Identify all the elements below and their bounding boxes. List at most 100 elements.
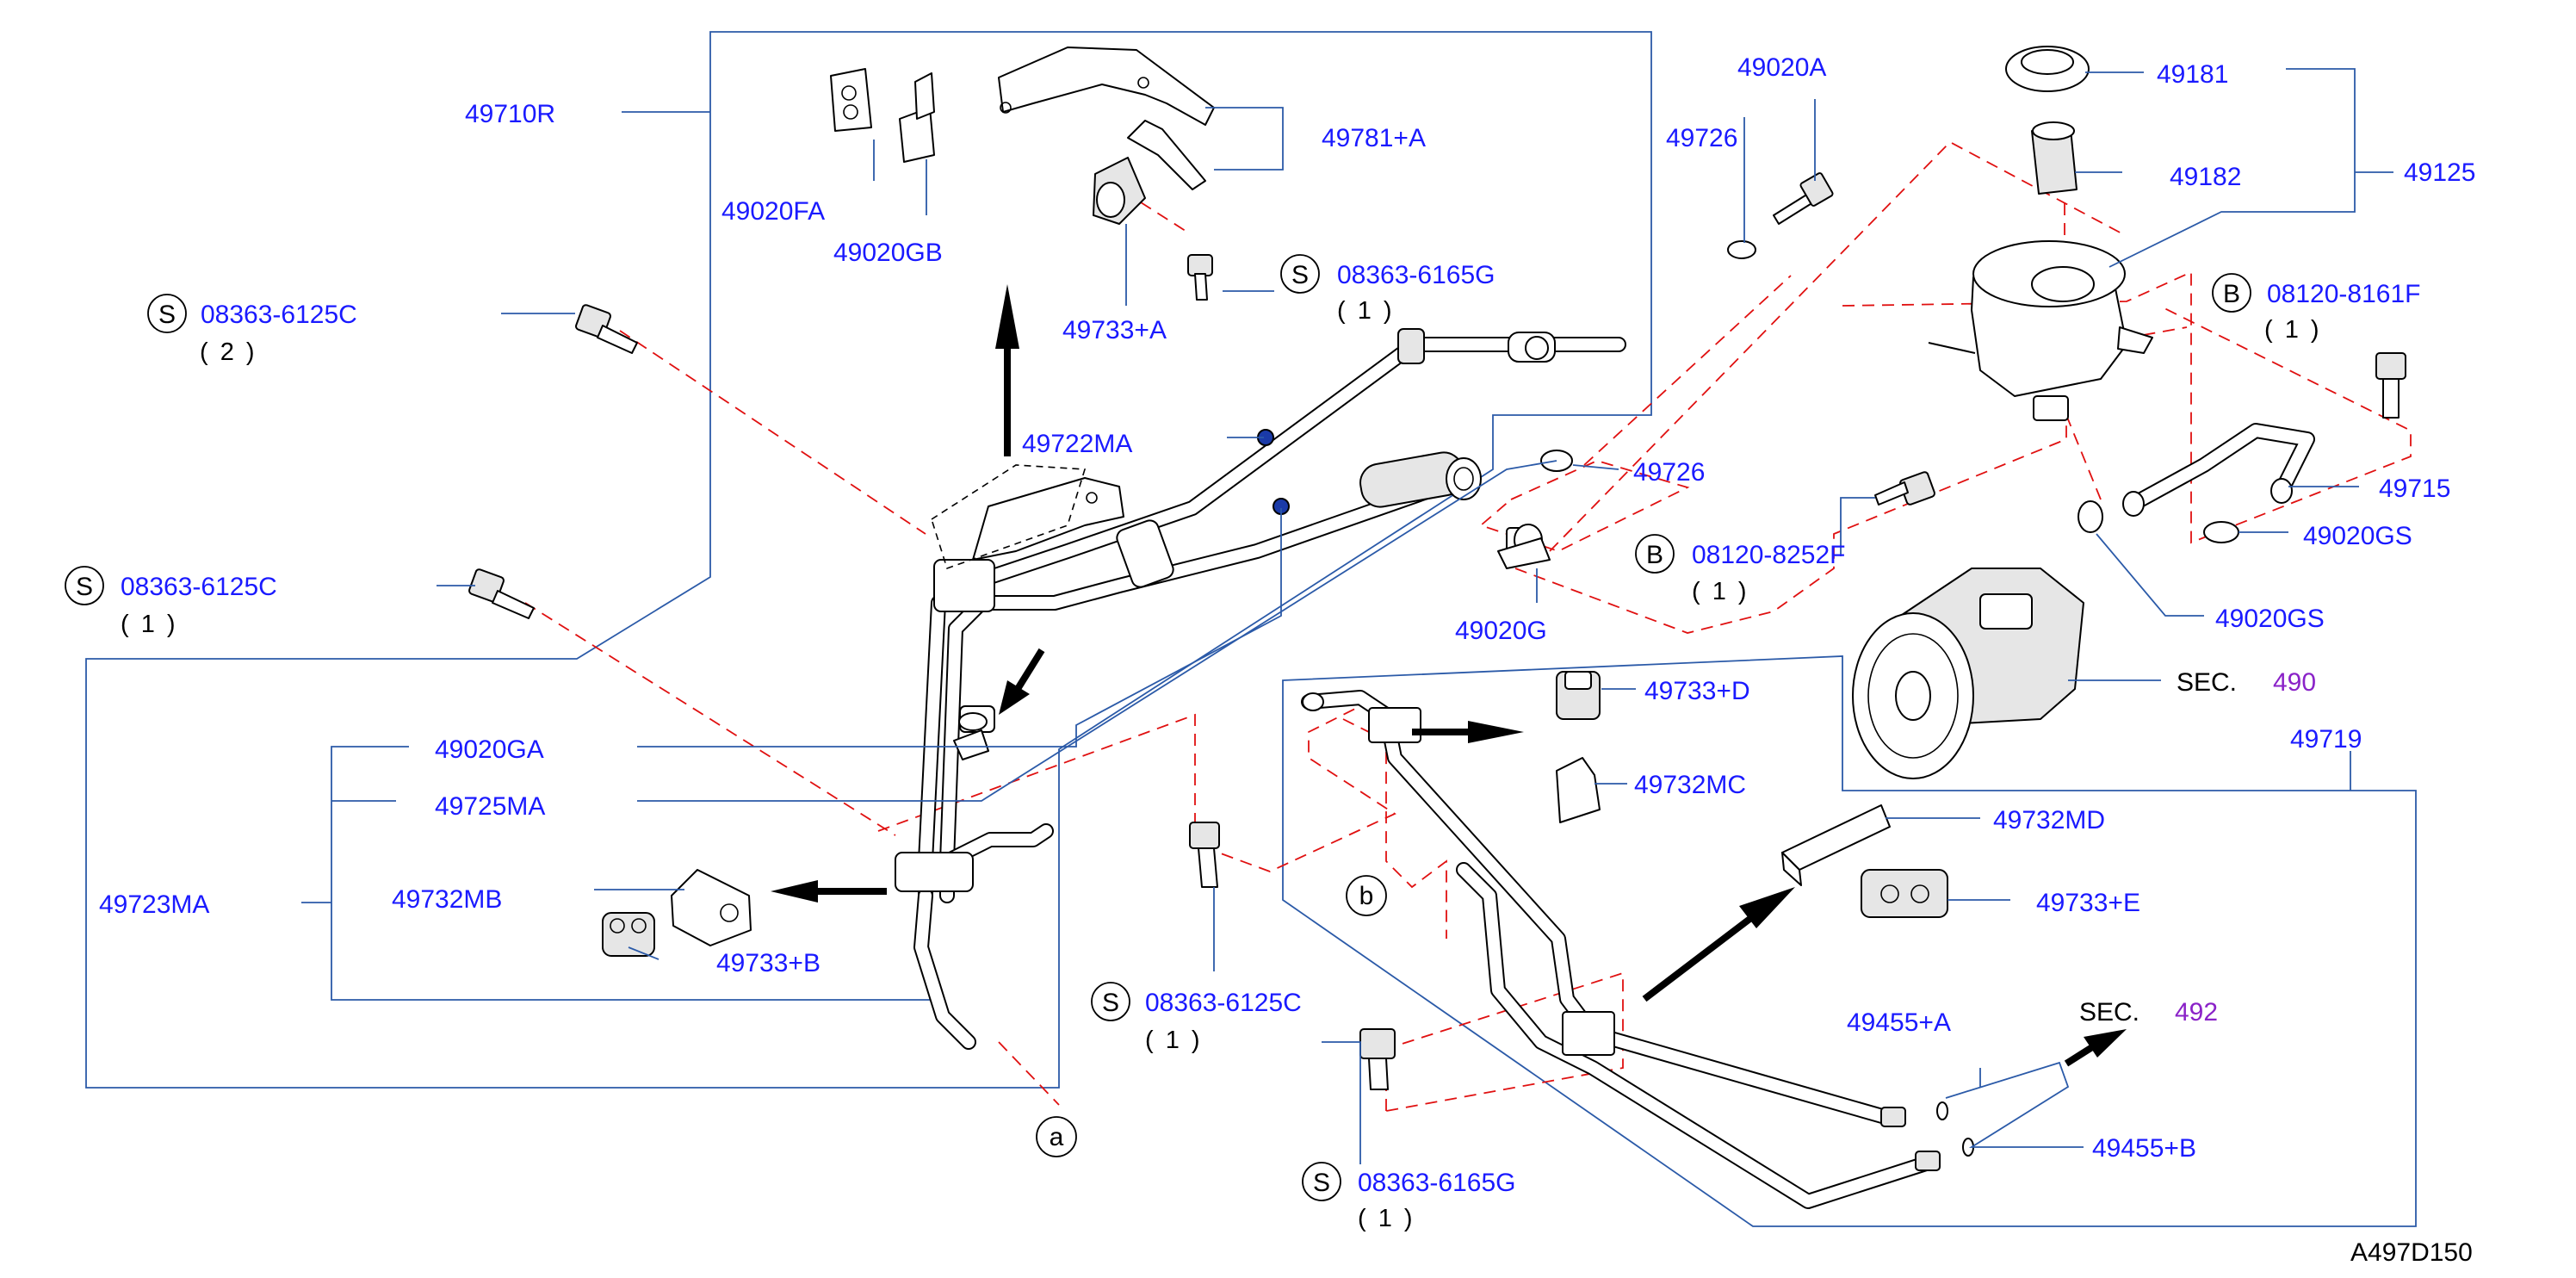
label-49733D: 49733+D: [1644, 677, 1750, 705]
svg-text:08363-6125C: 08363-6125C: [201, 301, 357, 329]
label-49725MA: 49725MA: [435, 792, 545, 821]
label-49726-lower: 49726: [1633, 458, 1705, 487]
clip-49020GS-a: [2203, 521, 2239, 543]
svg-text:B: B: [2223, 280, 2240, 308]
label-49732MD: 49732MD: [1993, 806, 2105, 834]
label-49726-upper: 49726: [1666, 124, 1737, 152]
hose-assembly-49710R: [895, 328, 1626, 1050]
svg-text:( 1 ): ( 1 ): [1145, 1027, 1203, 1054]
grommet-49733A: [1093, 157, 1146, 225]
label-49733E: 49733+E: [2036, 889, 2140, 917]
label-49182: 49182: [2170, 163, 2241, 191]
section-ref-492: SEC. 492: [2079, 998, 2218, 1027]
label-49020GA: 49020GA: [435, 735, 544, 764]
svg-text:b: b: [1359, 882, 1374, 910]
bolt-f4: [2375, 352, 2406, 419]
label-49455A: 49455+A: [1847, 1008, 1951, 1037]
svg-text:08363-6165G: 08363-6165G: [1337, 261, 1495, 289]
bolt-49020A: [1773, 172, 1834, 225]
cap-49181: [2005, 46, 2090, 92]
section-references: SEC. 490 SEC. 492: [2079, 668, 2316, 1027]
svg-text:492: 492: [2175, 998, 2218, 1027]
hose-49715: [2122, 423, 2315, 517]
assembly-frames: [85, 31, 2417, 1227]
frame-49710R: [85, 31, 1652, 1089]
label-49181: 49181: [2157, 60, 2228, 89]
svg-text:S: S: [1291, 261, 1309, 289]
svg-text:S: S: [158, 301, 176, 329]
label-49733A: 49733+A: [1062, 316, 1167, 344]
bracket-49732MB: [671, 869, 752, 946]
svg-text:S: S: [76, 573, 93, 601]
bolt-f6: [1189, 822, 1220, 888]
svg-text:08120-8252F: 08120-8252F: [1692, 541, 1845, 569]
label-49733B: 49733+B: [716, 949, 820, 977]
bracket-49722MA: [931, 464, 1124, 570]
label-49125: 49125: [2404, 158, 2475, 187]
svg-text:( 2 ): ( 2 ): [200, 338, 257, 366]
svg-text:B: B: [1646, 541, 1663, 569]
svg-text:08363-6165G: 08363-6165G: [1358, 1169, 1516, 1197]
bolt-f3: [1187, 254, 1213, 301]
callout-b: b: [1346, 875, 1387, 916]
alignment-lines: [524, 140, 2412, 1112]
svg-text:SEC.: SEC.: [2079, 998, 2139, 1027]
bracket-49732MD: [1781, 804, 1891, 886]
label-49020GB: 49020GB: [833, 239, 943, 267]
power-steering-pump: [1852, 568, 2084, 779]
hose-assembly-49719: [1301, 690, 1941, 1209]
svg-text:( 1 ): ( 1 ): [1358, 1205, 1415, 1232]
fastener-f2: S 08363-6125C ( 1 ): [65, 566, 277, 638]
frame-49719: [1282, 655, 2417, 1227]
label-49020GS-b: 49020GS: [2215, 605, 2325, 633]
direction-arrows: [771, 284, 2127, 1067]
label-49020G: 49020G: [1455, 617, 1547, 645]
svg-text:S: S: [1102, 989, 1119, 1017]
svg-text:08120-8161F: 08120-8161F: [2267, 280, 2420, 308]
bolt-f1: [575, 304, 638, 354]
fastener-f6: S 08363-6125C ( 1 ): [1091, 982, 1302, 1054]
callout-a: a: [1036, 1116, 1077, 1157]
fastener-f4: B 08120-8161F ( 1 ): [2212, 273, 2420, 344]
label-49455B: 49455+B: [2092, 1134, 2196, 1163]
clip-49020GS-b: [2078, 500, 2103, 533]
o-ring-49455A: [1936, 1101, 1948, 1120]
bolt-f5: [1874, 471, 1935, 506]
clamp-49020GA: [953, 729, 989, 760]
fastener-f3: S 08363-6165G ( 1 ): [1280, 254, 1495, 325]
fastener-f7: S 08363-6165G ( 1 ): [1302, 1162, 1516, 1232]
part-labels: 49710R 49020FA 49020GB 49781+A 49733+A 4…: [99, 53, 2475, 1163]
svg-text:S: S: [1313, 1169, 1330, 1197]
washer-49726-upper: [1727, 240, 1756, 259]
label-49020FA: 49020FA: [721, 197, 825, 226]
label-49732MB: 49732MB: [392, 885, 502, 914]
svg-text:a: a: [1050, 1123, 1064, 1151]
label-49723MA: 49723MA: [99, 890, 209, 919]
label-49020GS-a: 49020GS: [2303, 522, 2412, 550]
label-49781A: 49781+A: [1322, 124, 1426, 152]
bracket-49732MC: [1556, 757, 1601, 823]
bracket-49020GB: [899, 72, 935, 163]
section-ref-490: SEC. 490: [2177, 668, 2316, 697]
label-49732MC: 49732MC: [1634, 771, 1746, 799]
svg-text:( 1 ): ( 1 ): [121, 611, 178, 638]
bracket-49020FA: [830, 68, 872, 132]
bracket-49781A: [998, 47, 1215, 190]
callout-markers: a b: [1036, 875, 1387, 1157]
label-49715: 49715: [2379, 475, 2450, 503]
label-49719: 49719: [2290, 725, 2362, 754]
svg-text:08363-6125C: 08363-6125C: [1145, 989, 1302, 1017]
leader-lines: [301, 68, 2393, 1164]
reservoir-49125: [1928, 240, 2153, 421]
svg-text:490: 490: [2273, 668, 2316, 697]
svg-text:( 1 ): ( 1 ): [2264, 316, 2322, 344]
label-49722MA: 49722MA: [1022, 430, 1132, 458]
svg-text:SEC.: SEC.: [2177, 668, 2237, 697]
fastener-labels: S 08363-6125C ( 2 ) S 08363-6125C ( 1 ) …: [65, 254, 2420, 1232]
label-49020A: 49020A: [1737, 53, 1826, 82]
strainer-49182: [2031, 121, 2078, 195]
clamp-49020G: [1497, 537, 1551, 569]
label-49710R: 49710R: [465, 100, 555, 128]
frame-49723MA: [331, 746, 938, 1001]
